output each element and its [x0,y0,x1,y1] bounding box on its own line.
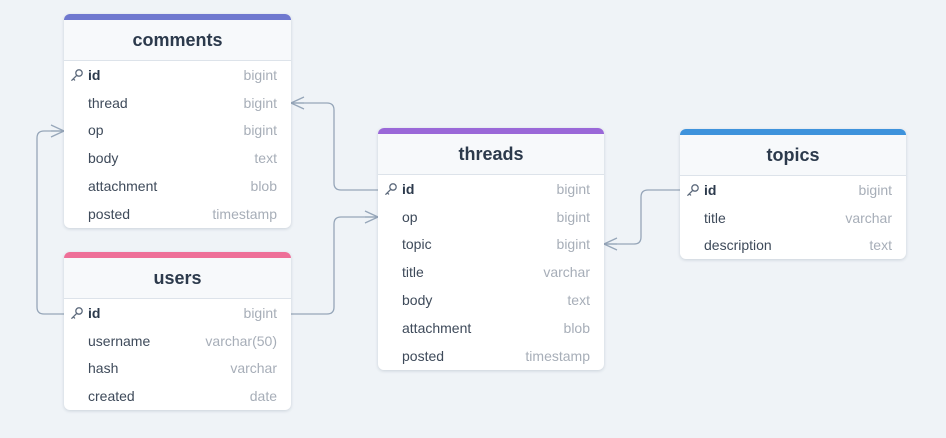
table-title[interactable]: topics [680,135,906,176]
field-name: op [402,208,418,225]
field-row[interactable]: posted timestamp [378,342,604,370]
field-name: id [402,180,415,197]
table-color-bar [680,129,906,135]
table-threads[interactable]: threads id bigint op bigint topic bigint… [378,128,604,370]
field-name: topic [402,236,432,253]
field-name: thread [88,94,128,111]
field-name: username [88,332,151,349]
link-threads-topic-topics-id [604,189,680,245]
field-row[interactable]: op bigint [64,117,291,145]
field-type: bigint [243,304,277,321]
field-type: text [869,237,892,254]
field-row[interactable]: created date [64,382,291,410]
link-threads-op-users-id [291,216,378,315]
field-row[interactable]: username varchar(50) [64,327,291,355]
link-comments-thread-threads-id [291,102,378,191]
field-type: bigint [556,208,590,225]
key-icon [66,306,88,320]
table-color-bar [378,128,604,134]
table-color-bar [64,14,291,20]
field-name: posted [402,347,445,364]
field-type: timestamp [212,205,277,222]
field-row[interactable]: id bigint [64,61,291,89]
field-row[interactable]: attachment blob [64,172,291,200]
key-icon [66,68,88,82]
field-row[interactable]: id bigint [378,175,604,203]
field-type: varchar [543,264,590,281]
link-comments-op-users-id [36,130,64,315]
field-type: varchar [230,360,277,377]
field-name: title [402,264,424,281]
field-type: varchar [845,209,892,226]
field-row[interactable]: topic bigint [378,231,604,259]
field-name: id [88,304,101,321]
table-comments[interactable]: comments id bigint thread bigint op bigi… [64,14,291,228]
field-row[interactable]: thread bigint [64,89,291,117]
field-type: date [249,388,277,405]
field-row[interactable]: title varchar [378,258,604,286]
field-row[interactable]: body text [64,144,291,172]
field-name: id [88,66,101,83]
crowfoot-marker [364,210,379,224]
field-type: bigint [556,180,590,197]
field-type: bigint [243,94,277,111]
table-title[interactable]: users [64,258,291,299]
table-users[interactable]: users id bigint username varchar(50) has… [64,252,291,411]
field-name: body [88,150,119,167]
field-type: blob [563,319,590,336]
crowfoot-marker [290,96,305,110]
field-row[interactable]: posted timestamp [64,200,291,228]
field-name: posted [88,205,131,222]
field-type: timestamp [525,347,590,364]
field-type: varchar(50) [205,332,277,349]
field-row[interactable]: description text [680,232,906,260]
field-name: attachment [88,178,158,195]
field-name: hash [88,360,119,377]
field-row[interactable]: op bigint [378,203,604,231]
table-title[interactable]: threads [378,134,604,175]
field-row[interactable]: hash varchar [64,355,291,383]
field-name: op [88,122,104,139]
field-name: title [704,209,726,226]
table-topics[interactable]: topics id bigint title varchar descripti… [680,129,906,260]
field-name: id [704,181,717,198]
key-icon [682,183,704,197]
field-type: text [567,292,590,309]
field-row[interactable]: id bigint [680,176,906,204]
field-type: bigint [243,66,277,83]
field-type: bigint [556,236,590,253]
field-name: attachment [402,319,472,336]
field-type: text [254,150,277,167]
field-row[interactable]: body text [378,286,604,314]
field-row[interactable]: attachment blob [378,314,604,342]
table-title[interactable]: comments [64,20,291,61]
key-icon [380,182,402,196]
table-color-bar [64,252,291,258]
field-name: body [402,292,433,309]
field-row[interactable]: id bigint [64,299,291,327]
crowfoot-marker [603,237,618,251]
field-type: bigint [858,181,892,198]
field-name: description [704,237,772,254]
field-type: bigint [243,122,277,139]
field-row[interactable]: title varchar [680,204,906,232]
crowfoot-marker [50,124,65,138]
field-name: created [88,388,135,405]
field-type: blob [250,178,277,195]
